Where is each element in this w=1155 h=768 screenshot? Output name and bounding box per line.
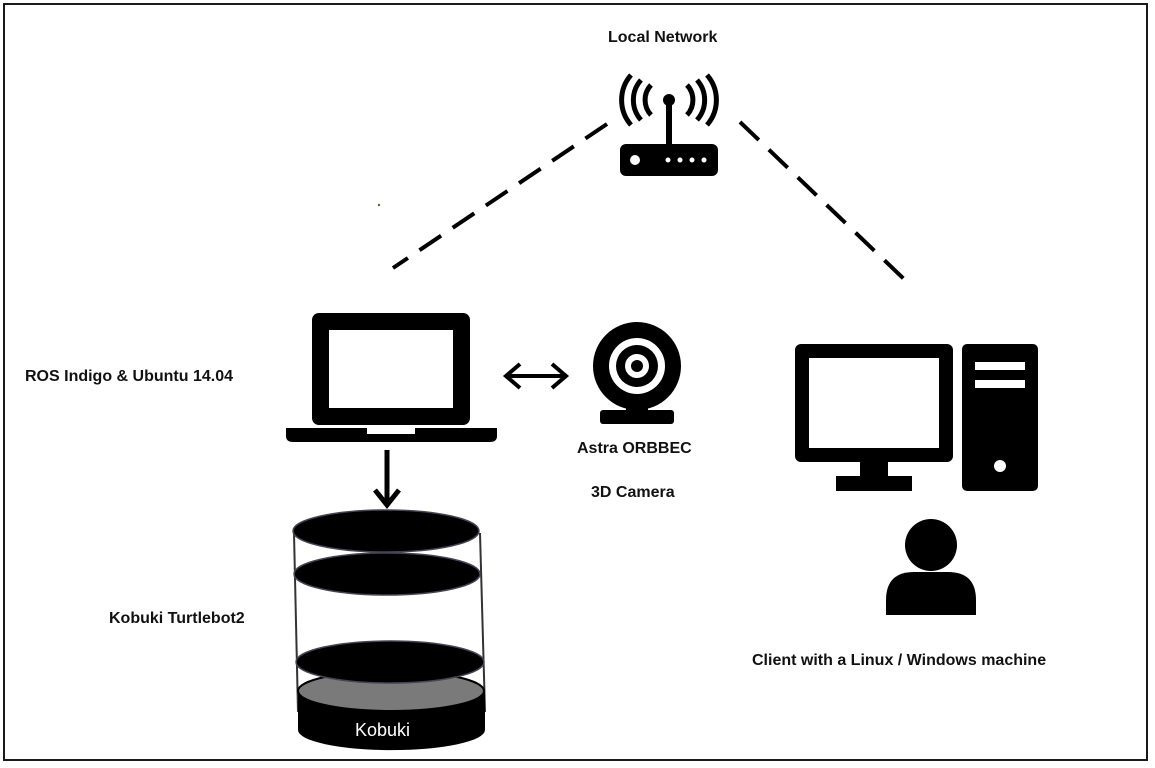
- client-label: Client with a Linux / Windows machine: [752, 652, 1047, 669]
- wifi-router-icon: [619, 73, 719, 176]
- network-label: Local Network: [608, 29, 718, 46]
- diagram-frame: [3, 3, 1148, 761]
- robot-os-label: ROS Indigo & Ubuntu 14.04: [25, 368, 234, 385]
- link-router-laptop: [391, 122, 609, 270]
- camera-label: Astra ORBBEC: [577, 440, 692, 457]
- laptop-icon: [286, 313, 497, 442]
- user-icon: [886, 519, 976, 615]
- link-router-desktop: [738, 120, 907, 282]
- down-arrow-icon: [373, 450, 401, 510]
- bidirectional-arrow-icon: [502, 362, 570, 390]
- turtlebot-icon: [292, 509, 486, 751]
- desktop-computer-icon: [795, 344, 1038, 491]
- webcam-icon: [593, 322, 681, 424]
- camera-sub-label: 3D Camera: [591, 484, 675, 501]
- robot-label: Kobuki Turtlebot2: [109, 610, 245, 627]
- stray-dot: [377, 203, 381, 207]
- base-label: Kobuki: [355, 720, 411, 740]
